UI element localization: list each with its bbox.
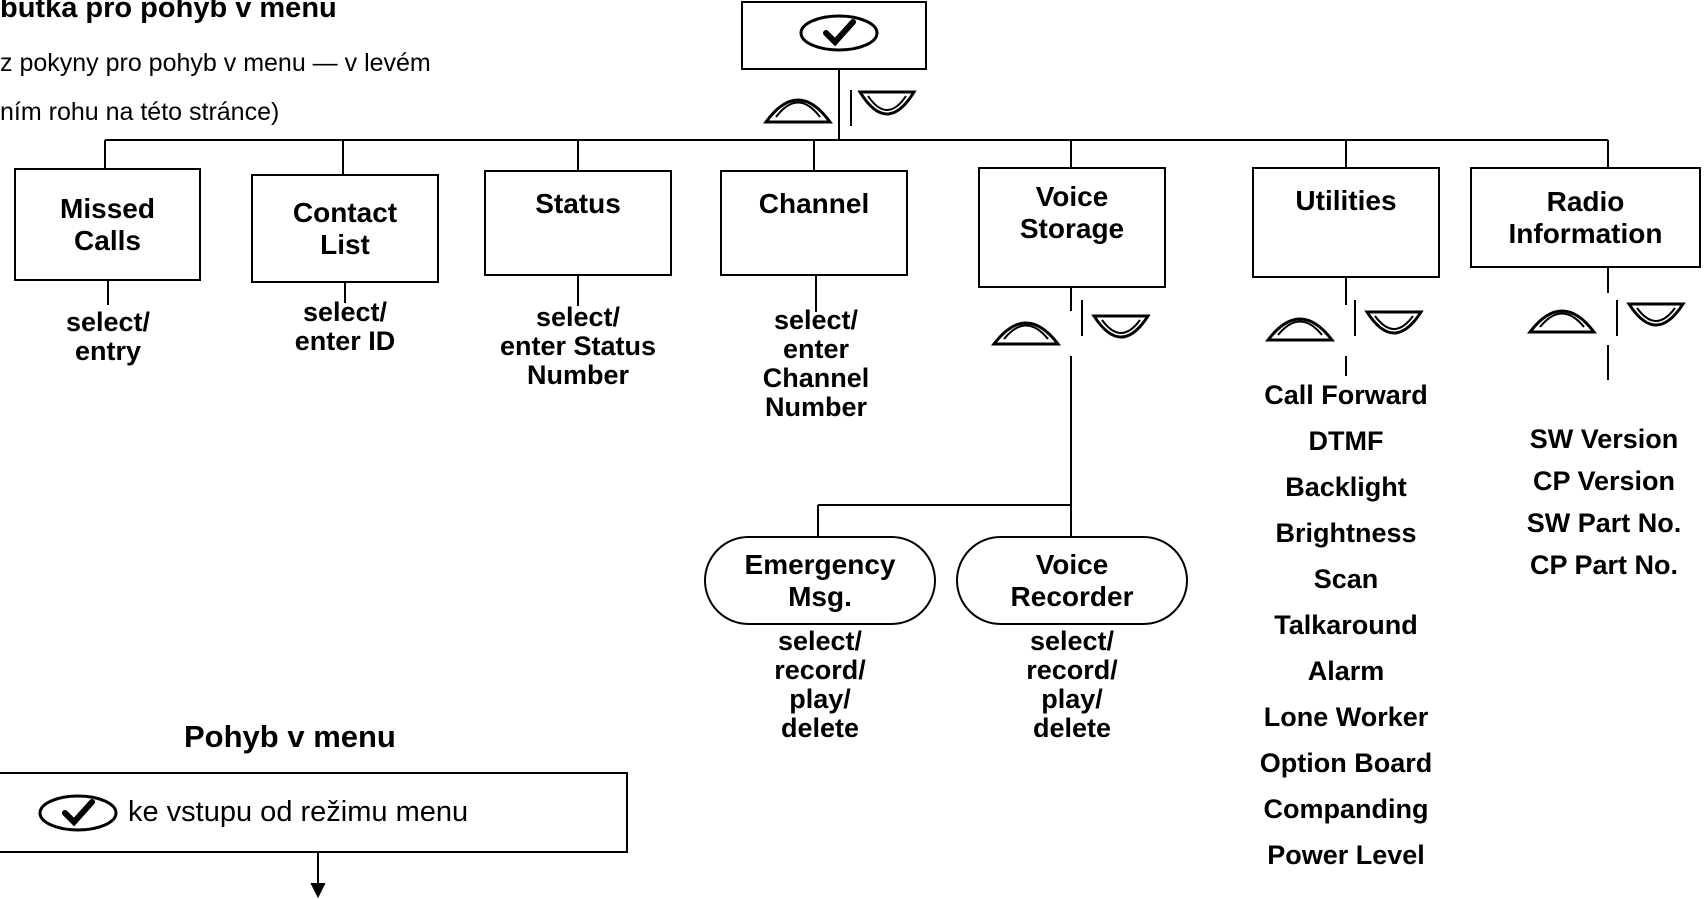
list-item: CP Version xyxy=(1532,466,1676,496)
menu-label: Contact List xyxy=(292,196,398,260)
up-arrow-oval-icon xyxy=(990,321,1062,346)
utilities-item-list: Call Forward DTMF Backlight Brightness S… xyxy=(1220,380,1472,886)
action-contact-list: select/ enter ID xyxy=(294,297,396,356)
submenu-label: Voice Recorder xyxy=(1010,548,1134,612)
action-missed-calls: select/ entry xyxy=(65,307,151,366)
list-item: Backlight xyxy=(1285,472,1407,502)
list-item: Option Board xyxy=(1259,748,1433,778)
menu-box-missed-calls: Missed Calls xyxy=(14,168,201,281)
down-arrow-oval-icon xyxy=(1364,310,1424,335)
menu-box-utilities: Utilities xyxy=(1252,167,1440,278)
action-emergency-msg: select/ record/ play/ delete xyxy=(774,626,866,743)
submenu-box-emergency-msg: Emergency Msg. xyxy=(704,536,936,625)
check-oval-icon xyxy=(38,794,118,831)
menu-label: Voice Storage xyxy=(1019,181,1125,244)
radio-information-item-list: SW Version CP Version SW Part No. CP Par… xyxy=(1504,424,1704,592)
action-voice-recorder: select/ record/ play/ delete xyxy=(1026,626,1118,743)
legend-box: ke vstupu od režimu menu xyxy=(0,772,628,853)
intro-note-line-2: ním rohu na této stránce) xyxy=(0,98,280,126)
intro-note-line-1: z pokyny pro pohyb v menu — v levém xyxy=(0,49,431,77)
menu-label: Utilities xyxy=(1295,185,1397,216)
list-item: SW Part No. xyxy=(1526,508,1682,538)
menu-box-channel: Channel xyxy=(720,170,908,276)
list-item: Alarm xyxy=(1307,656,1385,686)
legend-text: ke vstupu od režimu menu xyxy=(128,796,469,828)
submenu-label: Emergency Msg. xyxy=(744,548,896,612)
up-arrow-oval-icon xyxy=(1264,317,1336,342)
root-box xyxy=(741,1,927,70)
action-status: select/ enter Status Number xyxy=(499,302,657,390)
check-oval-icon xyxy=(799,14,879,52)
menu-label: Radio Information xyxy=(1508,185,1663,249)
list-item: Call Forward xyxy=(1264,380,1428,410)
menu-box-contact-list: Contact List xyxy=(251,174,439,283)
list-item: Talkaround xyxy=(1274,610,1418,640)
legend-title: Pohyb v menu xyxy=(184,719,396,754)
down-arrow-oval-icon xyxy=(1091,314,1151,339)
down-arrow-oval-icon xyxy=(857,90,917,116)
up-arrow-oval-icon xyxy=(1526,309,1598,334)
menu-box-status: Status xyxy=(484,170,672,276)
up-arrow-oval-icon xyxy=(763,98,833,124)
list-item: Lone Worker xyxy=(1263,702,1429,732)
list-item: Scan xyxy=(1313,564,1379,594)
down-arrow-oval-icon xyxy=(1626,302,1686,327)
list-item: Companding xyxy=(1263,794,1429,824)
menu-label: Channel xyxy=(758,188,870,219)
menu-label: Status xyxy=(535,188,621,219)
page-title: butka pro pohyb v menu xyxy=(0,0,337,24)
list-item: CP Part No. xyxy=(1529,550,1679,580)
submenu-box-voice-recorder: Voice Recorder xyxy=(956,536,1188,625)
list-item: Power Level xyxy=(1267,840,1425,870)
action-channel: select/ enter Channel Number xyxy=(762,305,870,422)
list-item: Brightness xyxy=(1275,518,1417,548)
menu-box-radio-information: Radio Information xyxy=(1470,167,1701,268)
menu-box-voice-storage: Voice Storage xyxy=(978,167,1166,288)
list-item: SW Version xyxy=(1529,424,1679,454)
list-item: DTMF xyxy=(1308,426,1384,456)
menu-label: Missed Calls xyxy=(60,192,155,256)
